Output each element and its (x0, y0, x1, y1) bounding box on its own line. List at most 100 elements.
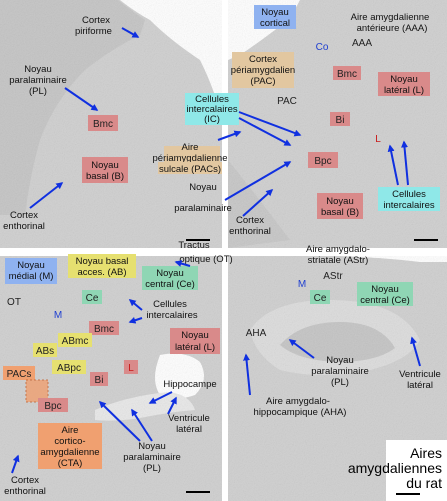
arrow-noyau-paralaminaire-a2 (224, 161, 292, 201)
label-noyau-basal-b-1: Noyau (326, 196, 353, 207)
label-pac-3: (PAC) (250, 76, 275, 87)
arrow-pl-d (288, 339, 315, 359)
label-astr: AStr (323, 271, 343, 282)
label-cellules-b-2: intercalaires (383, 200, 434, 211)
label-aaa-2: antérieure (AAA) (357, 23, 428, 34)
arrow-ic-1 (238, 111, 302, 137)
label-cortex-enthorinal-a2-1: Cortex (236, 215, 264, 226)
label-bi-c: Bi (95, 375, 104, 386)
label-noyau-cortical-1: Noyau (261, 7, 288, 18)
label-cortex-piriforme-1: Cortex (82, 15, 110, 26)
label-noyau-central-d-1: Noyau (371, 284, 398, 295)
label-bmc-a: Bmc (93, 119, 113, 130)
label-abmc: ABmc (62, 336, 89, 347)
label-cta-4: (CTA) (58, 458, 83, 469)
box-noyau-basal-acces (68, 254, 136, 278)
box-bmc-a (88, 115, 118, 131)
label-ic-1: Cellules (195, 94, 229, 105)
label-tractus-2: optique (OT) (179, 254, 232, 265)
label-ot: OT (7, 297, 21, 308)
box-bmc-b (333, 66, 361, 80)
label-noyau-lateral-b-2: latéral (L) (384, 85, 424, 96)
label-noyau-medial-2: médial (M) (9, 271, 54, 282)
box-aire-cta (38, 423, 102, 469)
label-noyau-basal-b-2: basal (B) (321, 207, 359, 218)
arrow-ic-2 (238, 117, 292, 146)
title-line-3: du rat (406, 475, 442, 491)
label-pl-c-2: paralaminaire (123, 452, 181, 463)
label-pl-d-3: (PL) (331, 377, 349, 388)
box-bpc-c (38, 398, 68, 412)
label-ce-d: Ce (314, 293, 327, 304)
arrow-aha (243, 353, 251, 396)
label-noyau-basal-a-2: basal (B) (86, 171, 124, 182)
label-l-b: L (375, 134, 381, 145)
box-pacs (164, 146, 220, 162)
label-ventricule-d-2: latéral (407, 380, 433, 391)
label-aaa: AAA (352, 38, 372, 49)
box-noyau-central-c (142, 266, 198, 290)
panel-d: Aire amygdalo- striatale (AStr) AStr M C… (243, 244, 442, 495)
label-noyau-central-c-1: Noyau (156, 268, 183, 279)
box-noyau-central-d (357, 282, 413, 306)
label-noyau-lateral-c-1: Noyau (181, 330, 208, 341)
label-l-c: L (128, 363, 134, 374)
label-noyau-paralaminaire-a2-2: paralaminaire (174, 203, 232, 214)
label-bmc-c: Bmc (94, 324, 114, 335)
label-bpc-c: Bpc (44, 401, 61, 412)
label-abpc: ABpc (57, 363, 81, 374)
label-tractus-1: Tractus (178, 240, 210, 251)
box-abmc (58, 333, 92, 347)
arrow-cortex-enthorinal-a (29, 182, 64, 209)
label-pacs-c: PACs (7, 369, 32, 380)
box-bi-c (90, 372, 108, 386)
label-noyau-basal-a-1: Noyau (91, 160, 118, 171)
label-cortex-enthorinal-a2-2: enthorinal (229, 226, 271, 237)
label-pl-d-1: Noyau (326, 355, 353, 366)
label-cta-2: cortico- (54, 436, 85, 447)
label-m-c: M (54, 310, 62, 321)
label-astr-1: Aire amygdalo- (306, 244, 370, 255)
box-abpc (52, 360, 86, 374)
label-noyau-central-c-2: central (Ce) (145, 279, 195, 290)
label-pac-1: Cortex (249, 54, 277, 65)
label-noyau-paralaminaire-a2-1: Noyau (189, 182, 216, 193)
box-bmc-c (89, 321, 119, 335)
label-pacs-3: sulcale (PACs) (159, 164, 221, 175)
arrow-cellules-b-2 (401, 140, 409, 186)
panel-a: Cortex piriforme Noyau paralaminaire (PL… (3, 15, 292, 241)
arrow-pl-c-1 (98, 400, 141, 442)
label-astr-2: striatale (AStr) (308, 255, 369, 266)
arrow-hippocampe (148, 391, 173, 404)
label-cortex-enthorinal-a-1: Cortex (10, 210, 38, 221)
label-pacs-1: Aire (182, 142, 199, 153)
box-ce-d (310, 290, 330, 304)
box-noyau-cortical (254, 5, 296, 29)
label-cortex-enthorinal-a-2: enthorinal (3, 221, 45, 232)
label-aha-1: Aire amygdalo- (266, 396, 330, 407)
arrow-cortex-piriforme (121, 27, 140, 38)
label-noyau-medial-1: Noyau (17, 260, 44, 271)
label-noyau-lateral-b-1: Noyau (390, 74, 417, 85)
box-bi-b (330, 112, 350, 126)
box-noyau-basal-a (82, 157, 128, 183)
label-abs: ABs (36, 346, 54, 357)
label-co: Co (316, 42, 329, 53)
label-cellules-b-1: Cellules (392, 189, 426, 200)
box-cellules-b (378, 187, 440, 211)
label-pl-d-2: paralaminaire (311, 366, 369, 377)
arrow-cortex-enthorinal-a2 (242, 188, 274, 217)
arrow-pacs (217, 130, 242, 141)
label-pac: PAC (277, 96, 297, 107)
label-cta-1: Aire (62, 425, 79, 436)
arrow-ventricule-c (167, 396, 177, 415)
label-noyau-paralaminaire-2: paralaminaire (9, 75, 67, 86)
box-cellules-ic (185, 93, 239, 125)
label-bmc-b: Bmc (337, 69, 357, 80)
box-bpc-b (308, 152, 338, 168)
label-cortex-enthorinal-c-1: Cortex (11, 475, 39, 486)
label-ventricule-c-1: Ventricule (168, 413, 210, 424)
arrow-cellules-c-1 (128, 299, 143, 311)
panel-b: Noyau cortical Co Aire amygdalienne anté… (185, 5, 440, 241)
